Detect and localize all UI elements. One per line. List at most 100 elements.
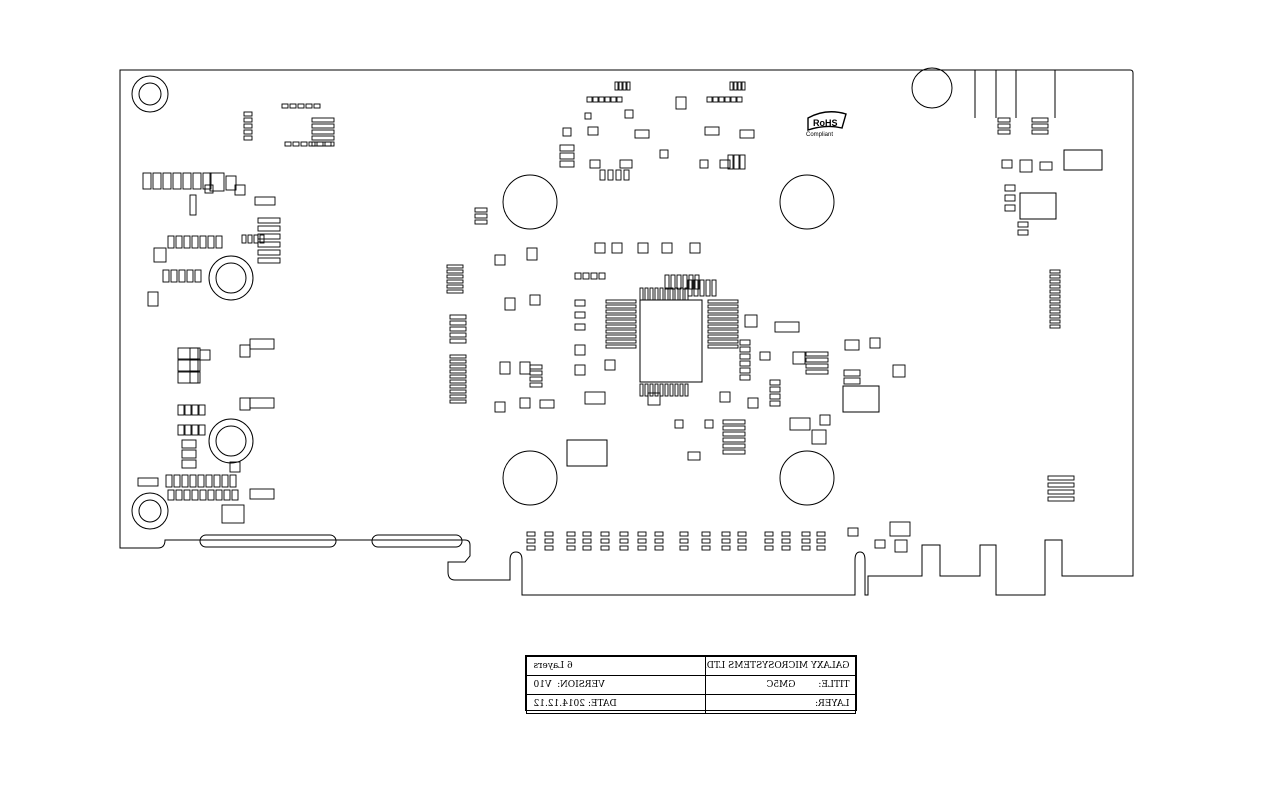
smd-pad	[639, 287, 644, 301]
smd-pad	[189, 194, 197, 216]
smd-pad	[529, 364, 543, 370]
smd-pad	[687, 451, 701, 461]
smd-pad	[637, 242, 649, 254]
title-block-date: DATE: 2014.12.12	[526, 694, 706, 714]
smd-pad	[644, 287, 649, 301]
smd-pad	[730, 96, 737, 103]
smd-pad	[539, 399, 555, 409]
gpu-footprint	[639, 299, 703, 383]
smd-pad	[997, 129, 1011, 135]
smd-pad	[184, 404, 192, 416]
smd-pad	[659, 287, 664, 301]
pad-pair	[764, 545, 774, 551]
smd-pad	[316, 141, 324, 147]
smd-pad	[223, 489, 231, 501]
smd-pad	[722, 425, 746, 431]
smd-pad	[181, 474, 189, 488]
smd-pad	[559, 160, 575, 168]
ic-chip	[1019, 192, 1057, 220]
smd-pad	[311, 135, 335, 141]
smd-pad	[739, 346, 751, 353]
smd-pad	[675, 96, 687, 110]
smd-pad	[449, 394, 467, 399]
smd-pad	[605, 329, 637, 334]
smd-pad	[687, 279, 693, 297]
smd-pad	[162, 172, 172, 190]
smd-pad	[519, 361, 531, 375]
smd-pad	[624, 109, 634, 119]
smd-pad	[189, 474, 197, 488]
smd-pad	[559, 152, 575, 160]
ic-chip	[842, 385, 880, 413]
smd-pad	[997, 123, 1011, 129]
smd-pad	[181, 439, 197, 449]
smd-pad	[249, 488, 275, 500]
smd-pad	[689, 242, 701, 254]
pad-pair	[600, 538, 610, 544]
smd-pad	[605, 319, 637, 324]
edge-slot	[371, 534, 463, 548]
smd-pad	[792, 351, 806, 365]
smd-pad	[529, 370, 543, 376]
smd-pad	[574, 323, 586, 331]
smd-pad	[1039, 161, 1053, 171]
smd-pad	[243, 117, 253, 123]
smd-pad	[449, 399, 467, 404]
smd-pad	[213, 474, 221, 488]
smd-pad	[446, 279, 464, 284]
smd-pad	[769, 400, 781, 407]
smd-pad	[611, 242, 623, 254]
smd-pad	[605, 334, 637, 339]
smd-pad	[684, 287, 689, 301]
smd-pad	[1031, 129, 1049, 135]
smd-pad	[474, 219, 488, 225]
smd-pad	[634, 129, 650, 139]
smd-pad	[183, 235, 191, 249]
smd-pad	[182, 172, 192, 190]
smd-pad	[1001, 159, 1013, 169]
smd-pad	[574, 344, 586, 356]
smd-pad	[843, 369, 861, 377]
smd-pad	[229, 461, 241, 473]
smd-pad	[741, 81, 746, 91]
smd-pad	[604, 96, 611, 103]
smd-pad	[707, 339, 739, 344]
smd-pad	[739, 367, 751, 374]
version-value: V10	[533, 680, 551, 690]
smd-pad	[711, 279, 717, 297]
smd-pad	[805, 363, 829, 369]
smd-pad	[162, 269, 170, 283]
smd-pad	[584, 112, 592, 120]
smd-pad	[699, 279, 705, 297]
pad-pair	[801, 545, 811, 551]
title-label: TITLE:	[817, 680, 849, 690]
smd-pad	[177, 371, 199, 384]
smd-pad	[207, 235, 215, 249]
smd-pad	[191, 489, 199, 501]
smd-pad	[669, 287, 674, 301]
pad-pair	[654, 545, 664, 551]
smd-pad	[1047, 496, 1075, 502]
smd-pad	[177, 347, 199, 360]
smd-pad	[147, 291, 159, 307]
smd-pad	[175, 489, 183, 501]
smd-pad	[324, 141, 332, 147]
title-block-title: TITLE: GM5C	[705, 675, 856, 695]
pad-pair	[701, 538, 711, 544]
title-block-layers: 6 Layers	[526, 656, 706, 676]
smd-pad	[605, 324, 637, 329]
smd-pad	[574, 299, 586, 307]
smd-pad	[137, 477, 159, 487]
smd-pad	[722, 443, 746, 449]
smd-pad	[705, 279, 711, 297]
pad-pair	[781, 531, 791, 537]
smd-pad	[774, 321, 800, 333]
smd-pad	[221, 474, 229, 488]
smd-pad	[446, 274, 464, 279]
smd-pad	[676, 274, 682, 290]
pad-pair	[544, 545, 554, 551]
pad-pair	[619, 545, 629, 551]
pad-pair	[816, 545, 826, 551]
smd-pad	[257, 217, 281, 224]
pad-pair	[701, 531, 711, 537]
